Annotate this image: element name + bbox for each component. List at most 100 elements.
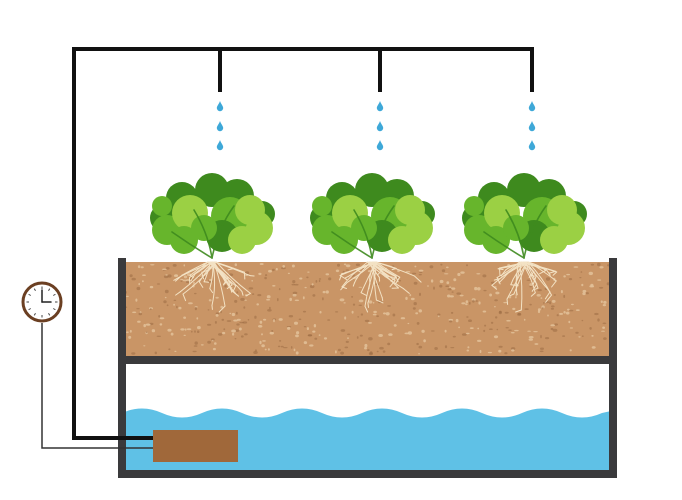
soil-speck	[597, 262, 601, 267]
soil-speck	[504, 311, 509, 314]
soil-speck	[224, 284, 227, 288]
soil-speck	[387, 305, 391, 307]
soil-speck	[418, 353, 421, 355]
soil-speck	[176, 305, 178, 309]
soil-speck	[345, 340, 349, 343]
soil-speck	[474, 286, 478, 291]
soil-speck	[524, 308, 529, 310]
soil-speck	[427, 285, 429, 287]
soil-speck	[368, 352, 373, 356]
root-branch	[414, 275, 422, 283]
soil-speck	[581, 283, 584, 287]
soil-speck	[309, 344, 314, 347]
tank-outer-wall	[118, 258, 617, 478]
soil-speck	[569, 349, 572, 352]
soil-speck	[145, 323, 151, 326]
soil-speck	[460, 271, 465, 274]
soil-speck	[367, 349, 370, 352]
leaf	[312, 196, 332, 216]
soil-speck	[412, 272, 417, 275]
soil-speck	[429, 265, 434, 269]
soil-speck	[373, 310, 377, 314]
soil-speck	[295, 334, 299, 338]
soil-speck	[268, 269, 272, 273]
soil-speck	[172, 264, 177, 267]
root-branch	[173, 277, 180, 281]
soil-speck	[125, 295, 129, 298]
soil-speck	[345, 269, 349, 271]
lettuce-icon	[462, 173, 587, 259]
soil-speck	[496, 328, 499, 331]
drip-emitter-3	[528, 101, 536, 151]
soil-speck	[484, 324, 487, 327]
leaf	[195, 173, 229, 207]
soil-speck	[388, 333, 393, 336]
soil-speck	[226, 320, 232, 322]
root-systems	[173, 261, 558, 313]
soil-speck	[254, 315, 257, 319]
soil-speck	[459, 294, 464, 297]
soil-speck	[262, 340, 266, 342]
drip-emitter-1	[216, 101, 224, 151]
soil-speck	[562, 335, 566, 337]
soil-speck	[129, 329, 132, 333]
soil-speck	[487, 351, 492, 354]
soil-speck	[469, 301, 471, 305]
soil-speck	[164, 289, 169, 294]
water-drop-icon	[528, 101, 536, 112]
soil-speck	[523, 318, 526, 321]
soil-speck	[149, 285, 154, 289]
clock-tick	[33, 288, 36, 291]
soil-speck	[449, 320, 453, 323]
soil-speck	[567, 308, 570, 311]
soil-speck	[244, 299, 247, 301]
soil-speck	[174, 274, 178, 277]
soil-speck	[159, 323, 163, 326]
leaf-vein	[211, 205, 235, 259]
soil-speck	[325, 290, 329, 294]
soil-speck	[149, 308, 152, 311]
soil-speck	[282, 265, 286, 268]
soil-speck	[325, 273, 330, 276]
root-branch	[355, 268, 362, 273]
soil-speck	[136, 308, 140, 310]
soil-speck	[351, 296, 354, 298]
soil-speck	[340, 329, 346, 332]
soil-speck	[489, 293, 492, 297]
root-branch	[552, 271, 558, 276]
root-branch	[534, 287, 539, 290]
soil-speck	[215, 312, 220, 315]
soil-speck	[580, 271, 583, 273]
soil-speck	[247, 319, 250, 321]
soil-speck	[547, 314, 549, 317]
soil-speck	[283, 347, 288, 349]
soil-speck	[465, 300, 469, 304]
soil-speck	[323, 337, 328, 340]
root-branch	[352, 282, 355, 287]
soil-speck	[376, 350, 379, 353]
soil-speck	[335, 269, 340, 273]
soil-speck	[222, 331, 226, 335]
soil-speck	[314, 337, 318, 340]
soil-speck	[299, 277, 303, 280]
soil-speck	[248, 287, 254, 290]
soil-speck	[419, 271, 423, 274]
soil-speck	[191, 330, 193, 333]
root-branch	[403, 288, 410, 294]
lettuce-plants	[150, 173, 587, 259]
water-drop-icon	[528, 121, 536, 132]
root-branch	[182, 293, 187, 302]
soil-speck	[364, 319, 370, 323]
soil-speck	[494, 306, 496, 308]
soil-speck	[135, 298, 138, 302]
clock-tick	[28, 308, 31, 311]
soil-speck	[378, 334, 383, 337]
soil-speck	[173, 303, 176, 306]
soil-speck	[306, 327, 309, 331]
soil-speck	[563, 311, 566, 314]
soil-speck	[207, 309, 210, 311]
soil-speck	[410, 297, 415, 301]
root-branch	[500, 269, 507, 277]
soil-speck	[368, 337, 373, 341]
soil-speck	[494, 299, 498, 302]
